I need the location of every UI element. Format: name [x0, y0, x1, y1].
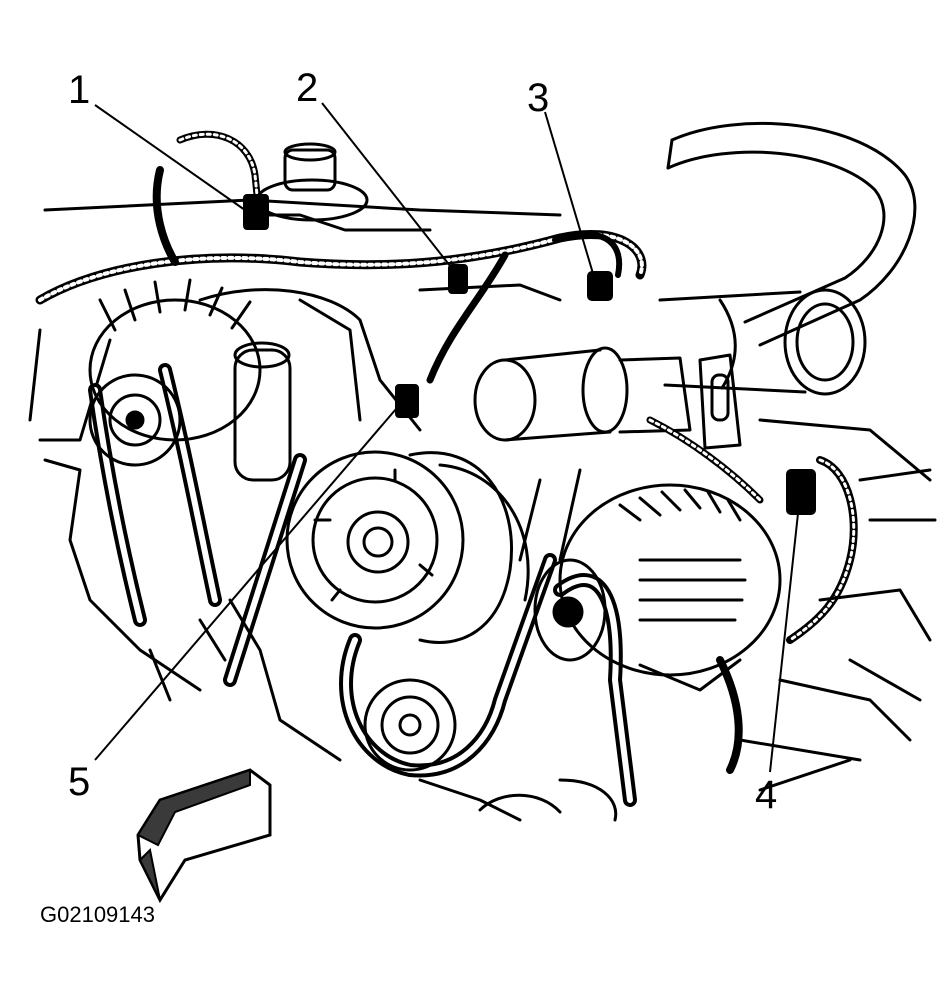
callout-3: 3	[527, 76, 550, 120]
leader-lines	[94, 102, 801, 773]
leader-line-2	[321, 102, 459, 277]
upper-radiator-hose	[666, 121, 917, 347]
idler-pulley	[363, 678, 457, 772]
intake-manifold	[28, 198, 562, 482]
lower-engine	[43, 458, 618, 822]
connector-2	[448, 264, 468, 294]
leader-line-3	[544, 111, 598, 288]
intake-tube	[658, 288, 867, 396]
engine-block-right	[738, 418, 937, 792]
ac-compressor	[285, 450, 530, 644]
forward-direction-arrow-icon	[136, 768, 272, 904]
reservoir-cap	[255, 142, 432, 232]
left-pump-fan	[88, 278, 262, 442]
callout-2: 2	[296, 66, 319, 110]
connector-3	[587, 271, 613, 301]
figure-id-label: G02109143	[40, 902, 155, 927]
connector-1	[243, 194, 269, 230]
callout-5: 5	[68, 760, 91, 804]
callout-1: 1	[68, 68, 91, 112]
leader-line-5	[94, 401, 403, 761]
connector-4	[786, 469, 816, 515]
starter-motor	[473, 346, 742, 450]
leader-line-4	[769, 494, 801, 773]
connector-5	[395, 384, 419, 418]
leader-line-1	[94, 104, 253, 216]
callout-4: 4	[755, 773, 778, 817]
wiring-harness-right	[646, 416, 858, 774]
left-drive-belt	[88, 363, 222, 627]
wiring-harness-upper	[35, 130, 647, 384]
